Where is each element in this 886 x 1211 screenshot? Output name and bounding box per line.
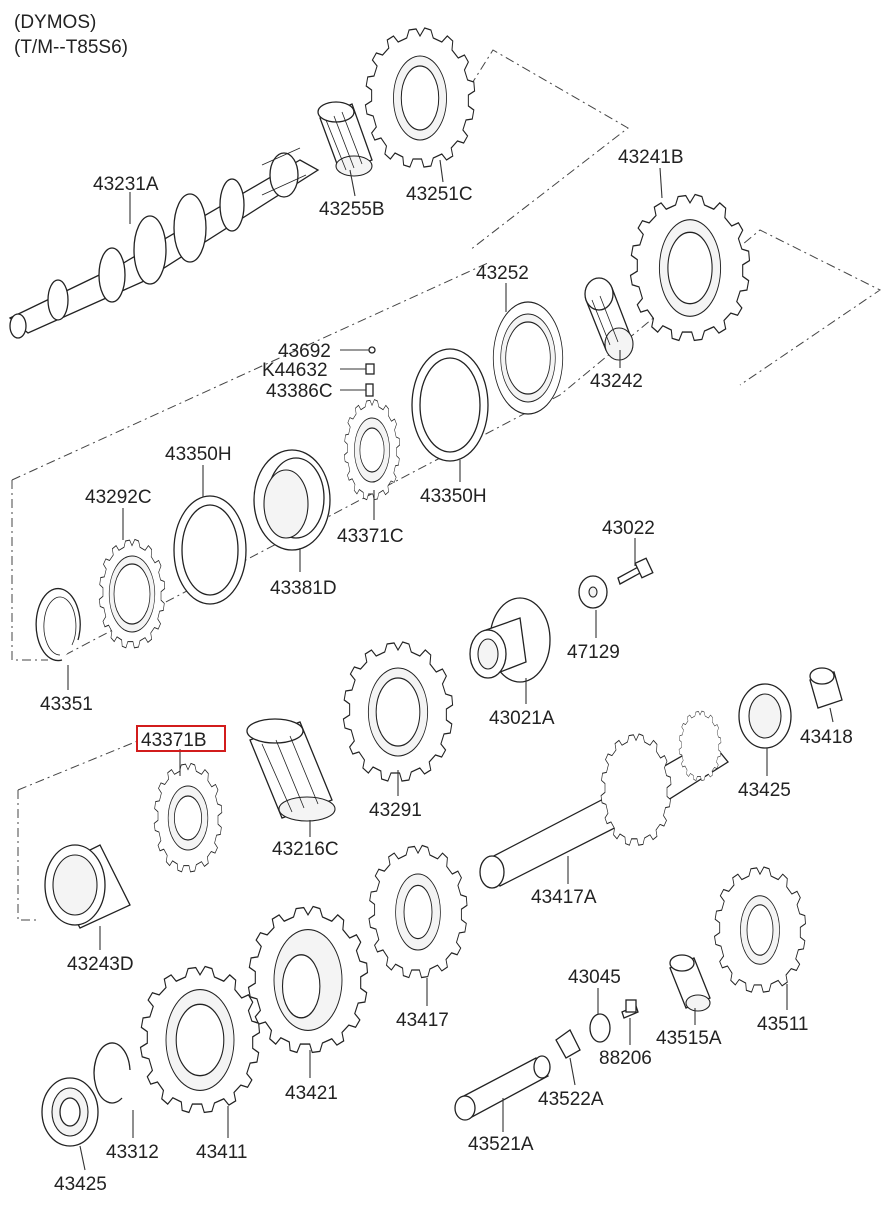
- label-43216C[interactable]: 43216C: [272, 839, 339, 860]
- bolt-43022: [617, 557, 654, 585]
- assembly-outline-mid-top: [11, 261, 491, 481]
- synchro-hub-43371B: [153, 762, 223, 873]
- synchro-cone-43350H-top: [411, 348, 489, 462]
- gear-43251C: [364, 27, 476, 168]
- label-43386C[interactable]: 43386C: [266, 381, 333, 402]
- spring-K44632: [365, 363, 375, 375]
- synchro-cone-43350H-mid: [173, 495, 247, 605]
- main-shaft-43231A: [8, 147, 320, 339]
- label-43371C[interactable]: 43371C: [337, 526, 404, 547]
- key-43386C: [365, 383, 374, 397]
- label-43511[interactable]: 43511: [757, 1014, 808, 1035]
- synchro-hub-43371C: [343, 399, 401, 501]
- gear-43421: [247, 905, 369, 1054]
- synchro-ring-43292C: [98, 538, 166, 649]
- label-43522A[interactable]: 43522A: [538, 1089, 604, 1110]
- label-43291[interactable]: 43291: [369, 800, 422, 821]
- gear-43511: [713, 866, 807, 993]
- label-43021A[interactable]: 43021A: [489, 708, 555, 729]
- reverse-idler-shaft-43521A: [454, 1055, 551, 1121]
- detent-ball-43692: [368, 346, 376, 354]
- header-line1: (DYMOS): [14, 12, 96, 33]
- needle-bearing-43216C: [246, 718, 336, 822]
- snap-ring-43312: [93, 1042, 131, 1104]
- assembly-outline-lower-left: [17, 790, 40, 921]
- bearing-43243D: [44, 844, 131, 929]
- gear-43411: [139, 965, 261, 1114]
- washer-43045: [589, 1013, 611, 1043]
- ball-bearing-43425-left: [41, 1077, 99, 1147]
- bearing-retainer-43021A: [469, 597, 551, 683]
- gear-43291: [342, 641, 454, 782]
- label-88206[interactable]: 88206: [599, 1048, 652, 1069]
- assembly-outline-mid-left: [11, 480, 48, 661]
- label-43692[interactable]: 43692: [278, 341, 331, 362]
- gear-43241B: [629, 193, 751, 342]
- label-43255B[interactable]: 43255B: [319, 199, 385, 220]
- label-43521A[interactable]: 43521A: [468, 1134, 534, 1155]
- label-43515A[interactable]: 43515A: [656, 1028, 722, 1049]
- synchro-ring-43252: [492, 301, 564, 415]
- needle-bearing-43515A: [669, 954, 711, 1012]
- assembly-outline-lower-top: [17, 739, 141, 791]
- label-43411[interactable]: 43411: [196, 1142, 247, 1163]
- label-43425-right[interactable]: 43425: [738, 780, 791, 801]
- label-K44632[interactable]: K44632: [262, 360, 328, 381]
- label-43312[interactable]: 43312: [106, 1142, 159, 1163]
- header-line2: (T/M--T85S6): [14, 37, 128, 58]
- label-43243D[interactable]: 43243D: [67, 954, 134, 975]
- label-43381D[interactable]: 43381D: [270, 578, 337, 599]
- leader-lines: [67, 159, 834, 1171]
- label-47129[interactable]: 47129: [567, 642, 620, 663]
- label-43231A[interactable]: 43231A: [93, 174, 159, 195]
- label-43292C[interactable]: 43292C: [85, 487, 152, 508]
- label-43418[interactable]: 43418: [800, 727, 853, 748]
- snap-ring-43351: [35, 587, 81, 662]
- label-43242[interactable]: 43242: [590, 371, 643, 392]
- label-43425-left[interactable]: 43425: [54, 1174, 107, 1195]
- label-43045[interactable]: 43045: [568, 967, 621, 988]
- highlight-box-43371B: [136, 725, 226, 752]
- label-43417[interactable]: 43417: [396, 1010, 449, 1031]
- label-43421[interactable]: 43421: [285, 1083, 338, 1104]
- label-43350H-top[interactable]: 43350H: [420, 486, 487, 507]
- bolt-88206: [621, 999, 639, 1019]
- label-43251C[interactable]: 43251C: [406, 184, 473, 205]
- label-43371B[interactable]: 43371B: [141, 730, 207, 751]
- bushing-43418: [809, 667, 843, 709]
- plate-43522A: [555, 1029, 581, 1059]
- ball-bearing-43425-right: [738, 683, 792, 749]
- label-43417A[interactable]: 43417A: [531, 887, 597, 908]
- label-43351[interactable]: 43351: [40, 694, 93, 715]
- label-43252[interactable]: 43252: [476, 263, 529, 284]
- label-43022[interactable]: 43022: [602, 518, 655, 539]
- counter-shaft-43417A: [479, 710, 729, 889]
- washer-47129: [578, 575, 608, 609]
- needle-bearing-43242: [584, 277, 634, 361]
- needle-bearing-43255B: [317, 101, 373, 177]
- gear-43417: [368, 844, 468, 979]
- label-43350H-mid[interactable]: 43350H: [165, 444, 232, 465]
- synchro-sleeve-43381D: [253, 449, 331, 551]
- assembly-outline-mid-right: [64, 229, 881, 656]
- label-43241B[interactable]: 43241B: [618, 147, 684, 168]
